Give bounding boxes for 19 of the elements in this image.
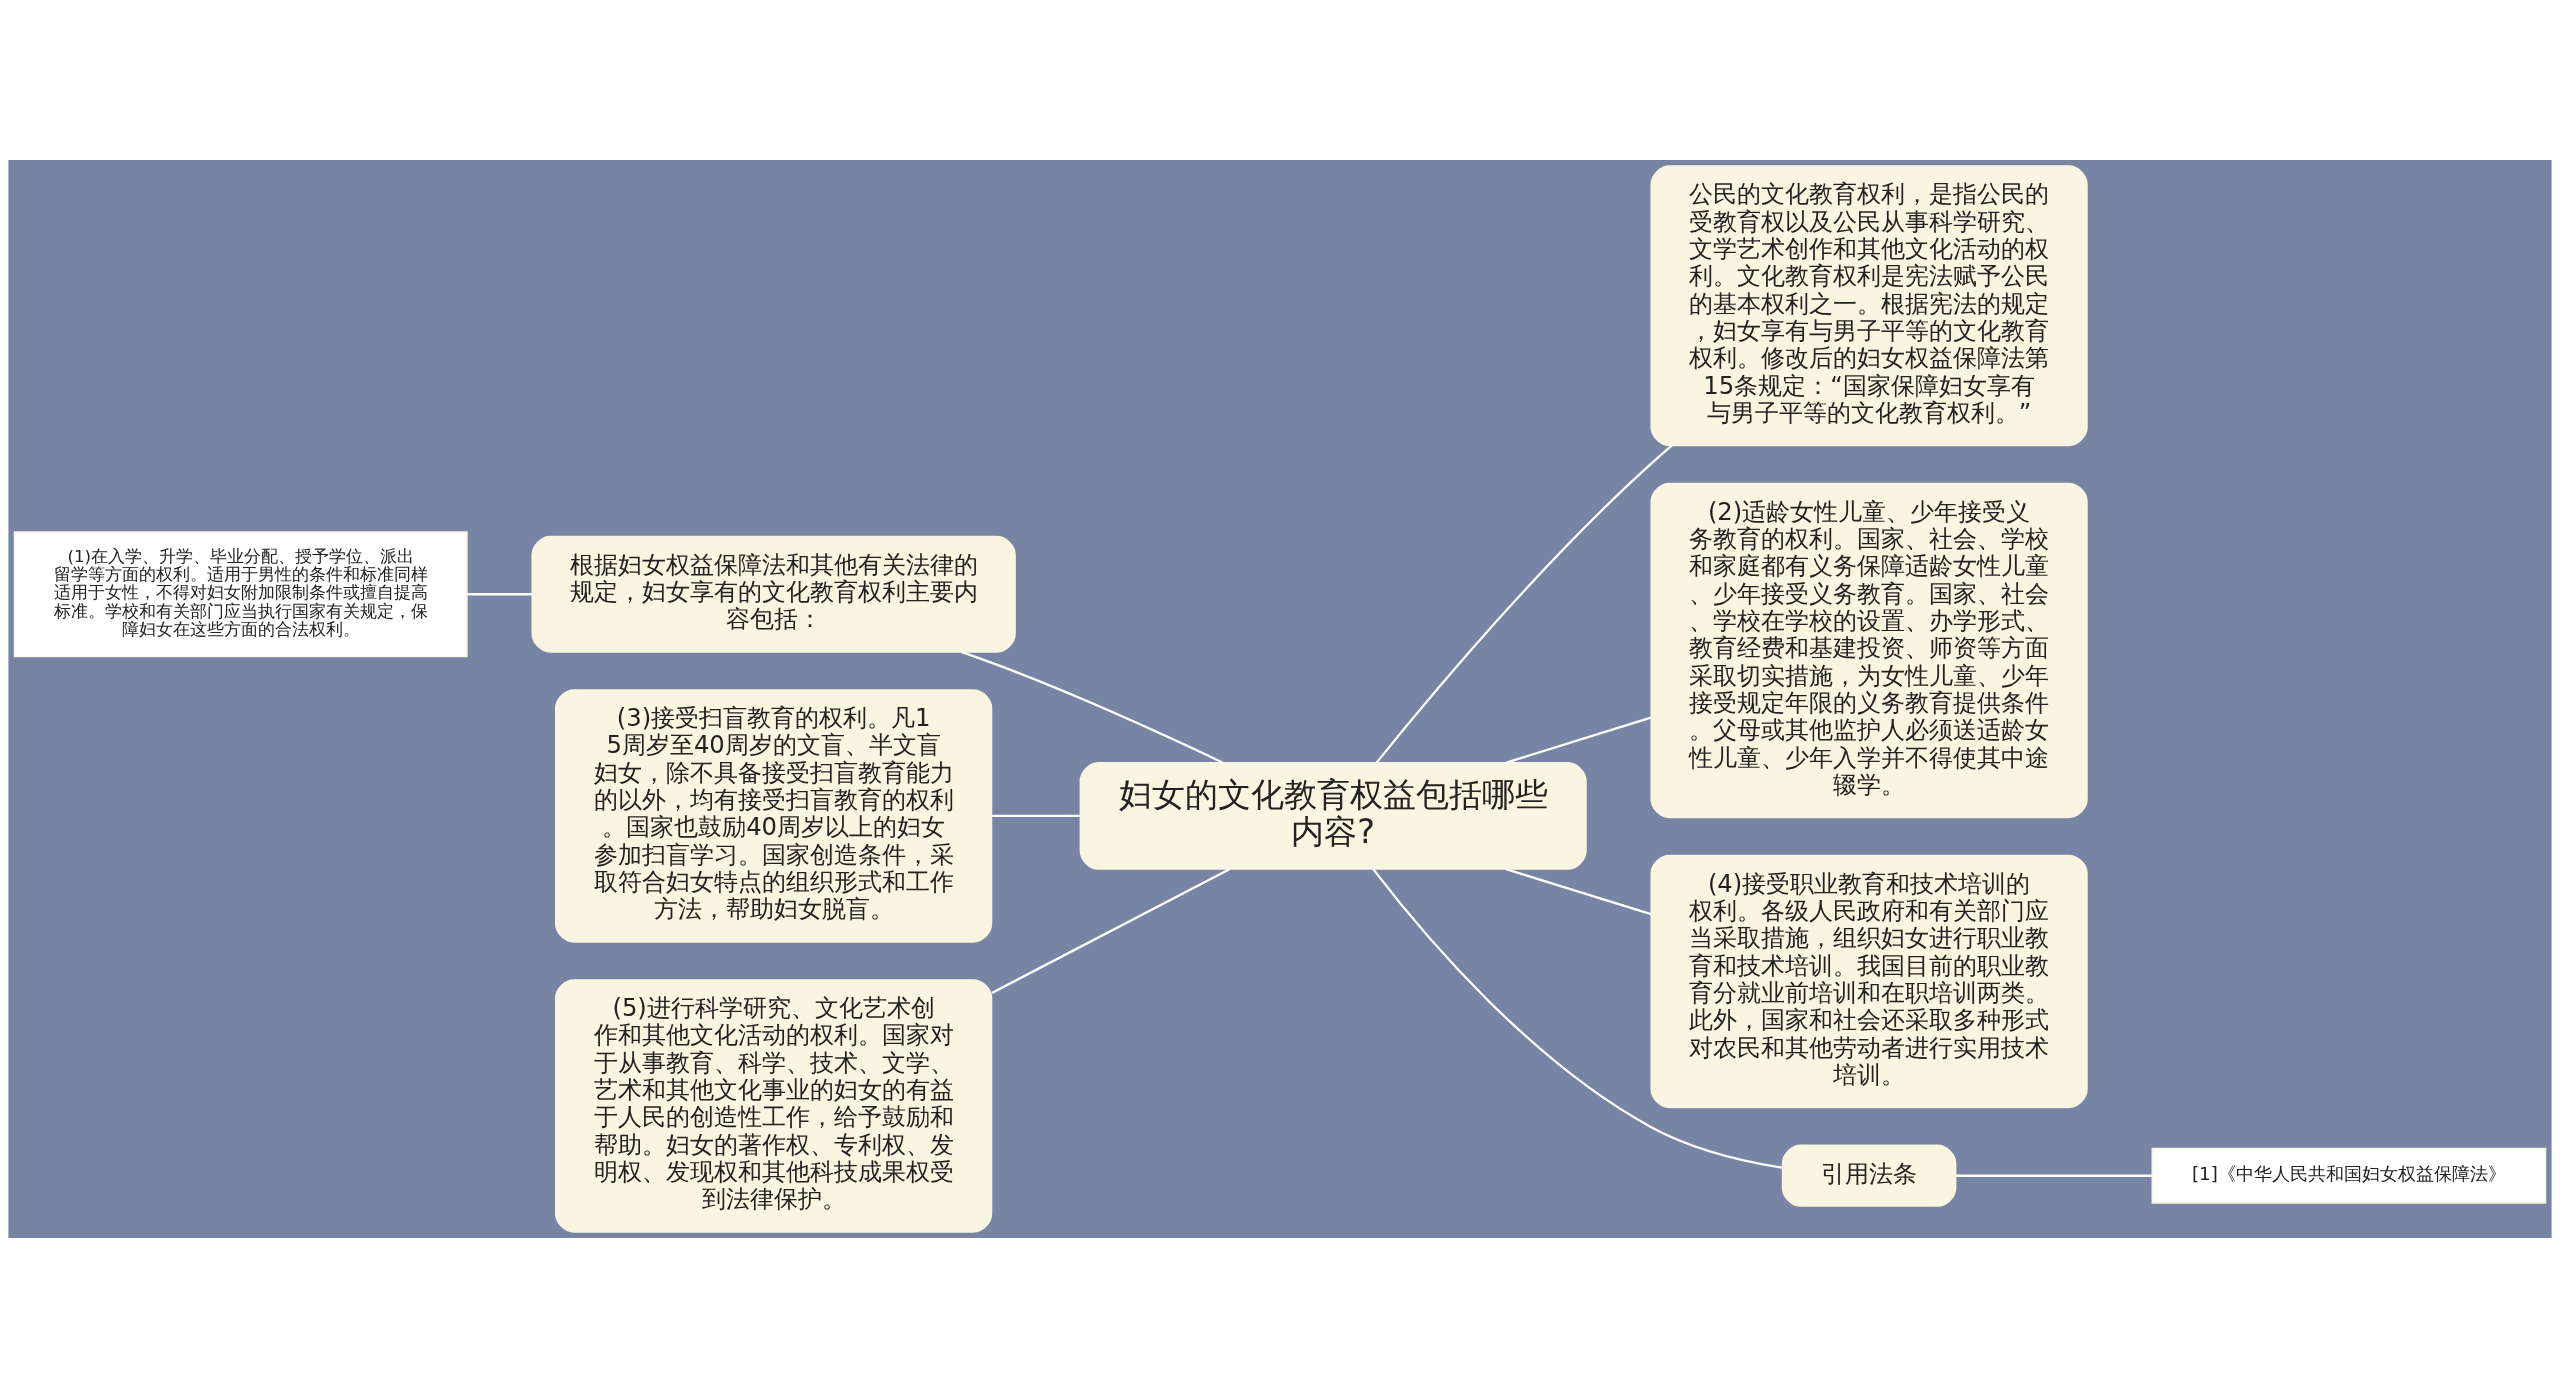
connector: [991, 814, 1081, 817]
connector: [991, 867, 1230, 994]
connector: [1372, 867, 1783, 1169]
node-box: (5)进行科学研究、文化艺术创作和其他文化活动的权利。国家对于从事教育、科学、技术、文学、艺术和其他文化事业的妇女的有益于人民的创造性工作，给予鼓励和帮助。妇女的著作权、专利权、发明权、发现权和其他科技成果权受到法律保护。: [555, 978, 993, 1233]
node-box: (1)在入学、升学、毕业分配、授予学位、派出留学等方面的权利。适用于男性的条件和标准同样适用于女性，不得对妇女附加限制条件或擅自提高标准。学校和有关部门应当执行国家有关规定，保障妇女在这些方面的合法权利。: [13, 530, 468, 657]
node-box: 妇女的文化教育权益包括哪些内容?: [1079, 761, 1587, 870]
connector: [1375, 444, 1673, 763]
connector: [1505, 867, 1652, 915]
node-box: 根据妇女权益保障法和其他有关法律的规定，妇女享有的文化教育权利主要内容包括：: [531, 535, 1016, 653]
node-box: 公民的文化教育权利，是指公民的受教育权以及公民从事科学研究、文学艺术创作和其他文化活动的权利。文化教育权利是宪法赋予公民的基本权利之一。根据宪法的规定，妇女享有与男子平等的文化教育权利。修改后的妇女权益保障法第15条规定：“国家保障妇女享有与男子平等的文化教育权利。”: [1650, 164, 2088, 446]
node-box: [1]《中华人民共和国妇女权益保障法》: [2151, 1147, 2547, 1204]
connector: [1505, 716, 1652, 764]
node-box: (3)接受扫盲教育的权利。凡15周岁至40周岁的文盲、半文盲妇女，除不具备接受扫盲教育能力的以外，均有接受扫盲教育的权利。国家也鼓励40周岁以上的妇女参加扫盲学习。国家创造条件，采取符合妇女特点的组织形式和工作方法，帮助妇女脱盲。: [555, 688, 993, 943]
node-box: (2)适龄女性儿童、少年接受义务教育的权利。国家、社会、学校和家庭都有义务保障适龄女性儿童、少年接受义务教育。国家、社会、学校在学校的设置、办学形式、教育经费和基建投资、师资等方面采取切实措施，为女性儿童、少年接受规定年限的义务教育提供条件。父母或其他监护人必须送适龄女性儿童、少年入学并不得使其中途辍学。: [1650, 482, 2088, 818]
connector: [466, 592, 533, 595]
node-box: 引用法条: [1781, 1144, 1957, 1207]
connector: [1955, 1174, 2153, 1177]
node-box: (4)接受职业教育和技术培训的权利。各级人民政府和有关部门应当采取措施，组织妇女进行职业教育和技术培训。我国目前的职业教育分就业前培训和在职培训两类。此外，国家和社会还采取多种形式对农民和其他劳动者进行实用技术培训。: [1650, 854, 2088, 1108]
connector: [960, 650, 1224, 764]
